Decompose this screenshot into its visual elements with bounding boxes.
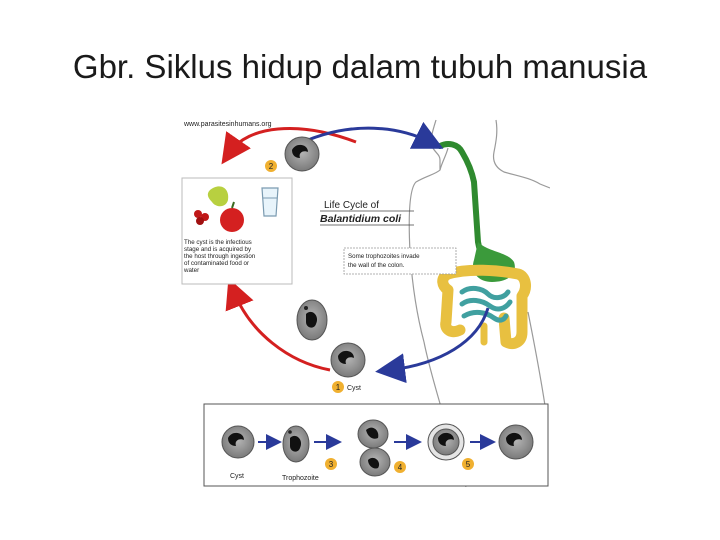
diagram-heading-line-2: Balantidium coli (320, 213, 402, 225)
food-water-box: The cyst is the infectious stage and is … (181, 177, 293, 285)
cyst-step-2 (284, 136, 320, 172)
invade-note-line-2: the wall of the colon. (348, 262, 405, 269)
life-cycle-diagram: www.parasitesinhumans.org (181, 119, 550, 487)
pear-icon (207, 186, 229, 207)
svg-text:1: 1 (336, 383, 341, 392)
apple-icon (220, 208, 244, 232)
cyst-note-line-1: The cyst is the infectious (184, 239, 252, 246)
small-intestine-shape (459, 285, 513, 323)
trophozoite-left-arc (296, 299, 328, 341)
strip-encysting-5 (427, 423, 465, 461)
life-cycle-figure: www.parasitesinhumans.org (178, 112, 550, 487)
label-cyst-top: Cyst (347, 385, 361, 392)
arrow-blue-excretion (375, 307, 490, 384)
cyst-note-line-5: water (183, 267, 199, 274)
arrow-blue-to-mouth (307, 121, 444, 149)
svg-text:4: 4 (398, 463, 403, 472)
diagram-heading-line-1: Life Cycle of (324, 200, 379, 211)
strip-cyst-final (498, 424, 534, 460)
cyst-note-line-4: of contaminated food or (184, 260, 249, 267)
strip-dividing-4 (357, 419, 391, 477)
cyst-note-line-3: the host through ingestion (184, 253, 256, 260)
strawberry-icon (194, 210, 202, 218)
step-badge-4: 4 (394, 461, 406, 473)
digestive-tract (437, 141, 531, 349)
step-badge-1: 1 (332, 381, 344, 393)
arrow-red-ingestion (221, 127, 357, 165)
invade-note-box: Some trophozoites invade the wall of the… (343, 247, 457, 275)
step-badge-2: 2 (265, 160, 277, 172)
cyst-step-1 (330, 342, 366, 378)
bottom-strip-panel: Cyst 3 Trophozoite 4 (203, 403, 549, 487)
strip-trophozoite-3 (282, 425, 310, 463)
step-badge-5: 5 (462, 458, 474, 470)
water-glass-icon (261, 187, 279, 217)
label-cyst-bottom: Cyst (230, 473, 244, 480)
cyst-note-line-2: stage and is acquired by (184, 246, 252, 253)
arrow-red-return (225, 278, 331, 372)
strip-cyst-1 (221, 425, 255, 459)
label-trophozoite: Trophozoite (282, 475, 319, 482)
watermark-text: www.parasitesinhumans.org (183, 121, 272, 128)
slide-title: Gbr. Siklus hidup dalam tubuh manusia (72, 48, 648, 85)
svg-text:3: 3 (329, 460, 334, 469)
invade-note-line-1: Some trophozoites invade (348, 253, 420, 260)
colon-shape (437, 264, 531, 349)
step-badge-3: 3 (325, 458, 337, 470)
svg-text:2: 2 (269, 162, 274, 171)
svg-text:5: 5 (466, 460, 471, 469)
